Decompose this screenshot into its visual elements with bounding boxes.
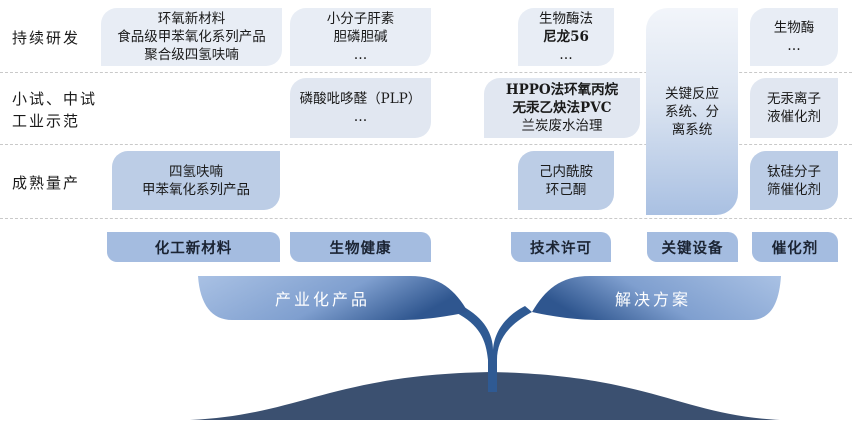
item: 甲苯氧化系列产品 [142,181,250,198]
hill [190,372,780,420]
category-key-equipment: 关键设备 [647,232,738,262]
category-tech-license: 技术许可 [511,232,611,262]
category-new-materials: 化工新材料 [107,232,280,262]
box-new-materials-production: 四氢呋喃甲苯氧化系列产品 [112,151,280,210]
item: 己内酰胺 [539,163,593,180]
item: 胆磷胆碱 [333,29,388,45]
item: 关键反应 [665,85,719,102]
row-label-pilot-1: 小试、中试 [12,90,98,108]
item: … [353,47,368,63]
item: 钛硅分子 [767,163,821,180]
divider [0,218,852,219]
leaf-label-products: 产业化产品 [275,290,371,309]
category-catalyst: 催化剂 [752,232,838,262]
item: 筛催化剂 [767,181,821,198]
item: 生物酶 [773,20,815,36]
box-license-production: 己内酰胺环己酮 [518,151,614,210]
leaf-label-solutions: 解决方案 [615,290,692,309]
item: 无汞离子 [767,91,821,107]
item: 液催化剂 [767,109,821,125]
box-new-materials-research: 环氧新材料食品级甲苯氧化系列产品聚合级四氢呋喃 [101,8,282,66]
box-key-equipment: 关键反应系统、分离系统 [646,8,738,215]
box-license-pilot: HPPO法环氧丙烷无汞乙炔法PVC 兰炭废水治理 [484,78,640,138]
item: … [559,47,573,63]
category-bio-health: 生物健康 [290,232,431,262]
box-license-research: 生物酶法尼龙56 … [518,8,614,66]
item: 食品级甲苯氧化系列产品 [117,29,266,45]
row-label-production: 成熟量产 [12,174,81,192]
box-catalyst-pilot: 无汞离子液催化剂 [750,78,838,138]
item: 小分子肝素 [326,11,395,27]
item: 磷酸吡哆醛（PLP） [299,91,422,107]
box-bio-health-research: 小分子肝素胆磷胆碱 … [290,8,431,66]
right-leaf [532,276,781,320]
row-label-research: 持续研发 [12,29,81,47]
item: 系统、分 [665,103,719,120]
divider [0,72,852,73]
stem [455,306,532,392]
left-leaf [198,276,468,320]
item: … [787,38,801,54]
item: 四氢呋喃 [169,163,223,180]
item: 聚合级四氢呋喃 [144,47,239,63]
item: 无汞乙炔法PVC [512,100,612,116]
item: … [353,109,368,125]
item: 环氧新材料 [157,11,226,27]
item: HPPO法环氧丙烷 [505,82,619,98]
item: 尼龙56 [543,29,589,45]
divider [0,144,852,145]
box-catalyst-production: 钛硅分子筛催化剂 [750,151,838,210]
item: 兰炭废水治理 [521,118,603,134]
item: 环己酮 [545,181,587,198]
item: 生物酶法 [539,11,593,27]
row-label-pilot-2: 工业示范 [12,112,81,130]
box-catalyst-research: 生物酶 … [750,8,838,66]
item: 离系统 [671,121,713,138]
box-bio-health-pilot: 磷酸吡哆醛（PLP） … [290,78,431,138]
